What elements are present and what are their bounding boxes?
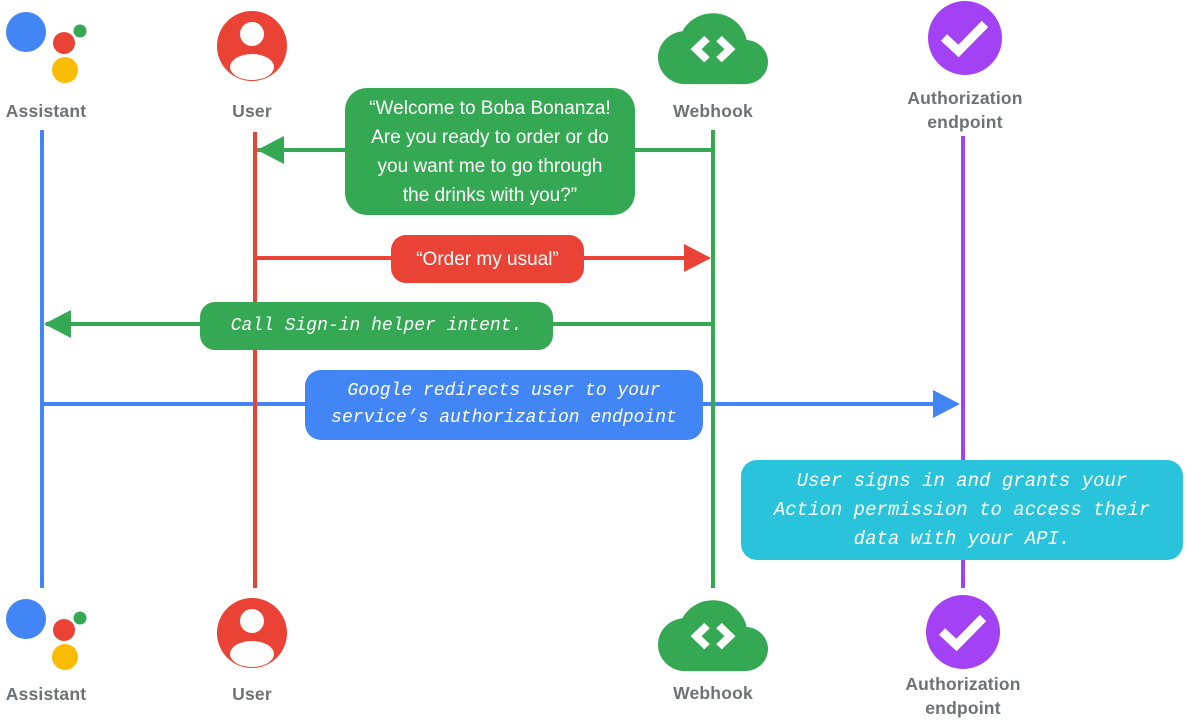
welcome-message-bubble: “Welcome to Boba Bonanza! Are you ready …: [345, 88, 635, 215]
signin-note-box: User signs in and grants your Action per…: [741, 460, 1183, 560]
signin-message-bubble: Call Sign-in helper intent.: [200, 302, 553, 350]
auth-check-icon: [926, 595, 1000, 669]
authorization-endpoint-label: Authorization endpoint: [907, 88, 1023, 132]
webhook-cloud-icon: [658, 600, 768, 672]
authorization-endpoint-lifeline: [961, 136, 965, 588]
webhook-lifeline: [711, 130, 715, 588]
user-lifeline: [253, 132, 257, 588]
webhook-cloud-icon: [658, 13, 768, 85]
auth-check-icon: [928, 1, 1002, 75]
authorization-endpoint-label: Authorization endpoint: [905, 674, 1021, 718]
webhook-label: Webhook: [673, 101, 753, 121]
google-assistant-icon: [6, 599, 87, 670]
user-label: User: [232, 101, 272, 121]
webhook-label: Webhook: [673, 683, 753, 703]
order-arrowhead-icon: [684, 244, 711, 272]
user-icon: [217, 598, 287, 668]
user-label: User: [232, 684, 272, 704]
order-message-bubble: “Order my usual”: [391, 235, 584, 283]
google-assistant-icon: [6, 12, 87, 83]
user-icon: [217, 11, 287, 81]
redirect-message-bubble: Google redirects user to your service’s …: [305, 370, 703, 440]
redirect-arrowhead-icon: [933, 390, 960, 418]
welcome-arrowhead-icon: [257, 136, 284, 164]
assistant-label: Assistant: [5, 684, 87, 704]
assistant-lifeline: [40, 130, 44, 588]
signin-arrowhead-icon: [44, 310, 71, 338]
assistant-label: Assistant: [5, 101, 87, 121]
